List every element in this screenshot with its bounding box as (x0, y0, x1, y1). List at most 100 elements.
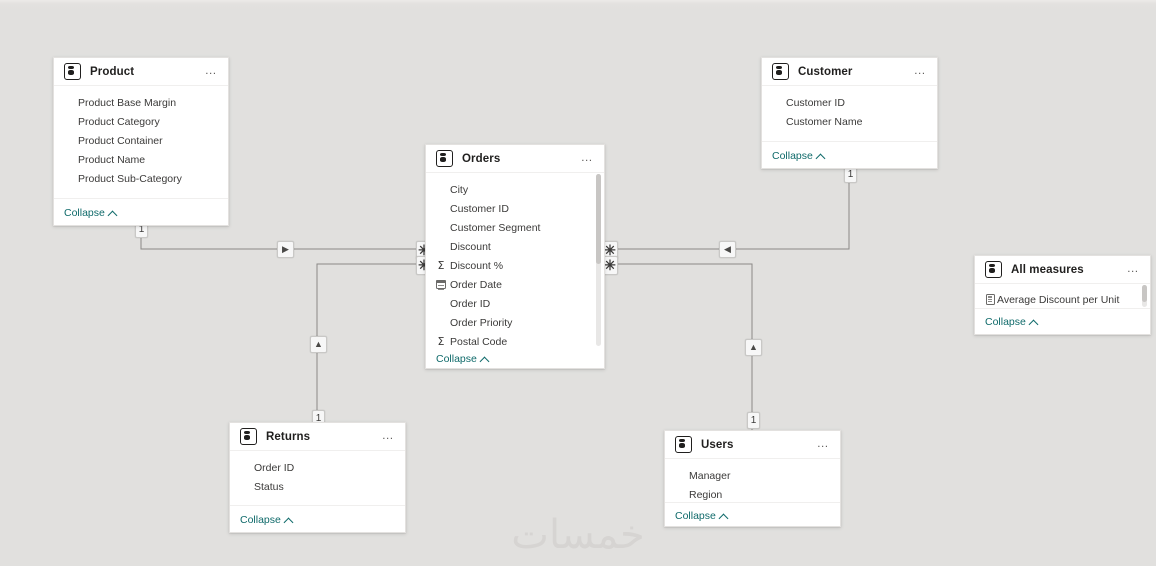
table-menu-button[interactable]: … (204, 62, 218, 77)
table-menu-button[interactable]: … (816, 435, 830, 450)
calendar-icon (435, 279, 447, 291)
table-icon (240, 428, 257, 445)
field-label: Customer ID (450, 202, 509, 215)
field-row[interactable]: Order ID (230, 458, 405, 477)
field-list-scrollbar[interactable] (1142, 285, 1147, 307)
field-label: Order Priority (450, 316, 513, 329)
field-label: Customer Name (786, 115, 863, 128)
field-row[interactable]: Product Name (54, 150, 228, 169)
collapse-button-customer[interactable]: Collapse (772, 150, 825, 162)
field-row[interactable]: Customer ID (762, 93, 937, 112)
field-row[interactable]: Product Sub-Category (54, 169, 228, 188)
field-label: Order ID (254, 461, 295, 474)
field-row[interactable]: Order Priority (426, 313, 604, 332)
table-name: Orders (462, 152, 501, 165)
field-row[interactable]: Manager (665, 466, 840, 485)
collapse-button-orders[interactable]: Collapse (436, 353, 489, 365)
collapse-label: Collapse (985, 316, 1026, 328)
field-row[interactable]: Customer Name (762, 112, 937, 131)
table-card-all-measures[interactable]: All measures … Average Discount per Unit… (974, 255, 1151, 335)
field-label: Average Discount per Unit (997, 293, 1120, 306)
chevron-up-icon (481, 355, 489, 363)
field-row[interactable]: Discount (426, 237, 604, 256)
table-icon (436, 150, 453, 167)
field-label: Manager (689, 469, 731, 482)
table-header-users[interactable]: Users … (665, 431, 840, 459)
table-card-returns[interactable]: Returns … Order ID Status Collapse (229, 422, 406, 533)
table-footer-returns: Collapse (230, 505, 405, 532)
table-footer-orders: Collapse (426, 349, 604, 368)
field-row[interactable]: Order ID (426, 294, 604, 313)
table-header-orders[interactable]: Orders … (426, 145, 604, 173)
field-label: Order Date (450, 278, 502, 291)
collapse-button-product[interactable]: Collapse (64, 207, 117, 219)
table-icon (772, 63, 789, 80)
chevron-up-icon (720, 512, 728, 520)
field-label: Customer ID (786, 96, 845, 109)
field-row[interactable]: Product Container (54, 131, 228, 150)
collapse-label: Collapse (436, 353, 477, 365)
field-row[interactable]: Region (665, 485, 840, 504)
table-menu-button[interactable]: … (1126, 260, 1140, 275)
sigma-icon: Σ (437, 259, 445, 272)
measure-icon (984, 294, 996, 306)
chevron-up-icon (817, 152, 825, 160)
field-row[interactable]: Product Category (54, 112, 228, 131)
crossfilter-arrow-right[interactable]: ▶ (277, 241, 294, 258)
field-row[interactable]: Customer ID (426, 199, 604, 218)
crossfilter-arrow-left[interactable]: ◀ (719, 241, 736, 258)
field-row[interactable]: Product Base Margin (54, 93, 228, 112)
table-name: All measures (1011, 263, 1084, 276)
field-label: Product Base Margin (78, 96, 177, 109)
field-row[interactable]: Status (230, 477, 405, 496)
table-footer-all-measures: Collapse (975, 308, 1150, 334)
table-name: Users (701, 438, 734, 451)
table-menu-button[interactable]: … (381, 427, 395, 442)
sigma-icon: Σ (437, 335, 445, 348)
table-card-orders[interactable]: Orders … City Customer ID Customer Segme… (425, 144, 605, 369)
chevron-up-icon (109, 209, 117, 217)
line-users-orders (610, 263, 753, 434)
field-list-product: Product Base Margin Product Category Pro… (54, 86, 228, 198)
field-label: City (450, 183, 469, 196)
table-header-all-measures[interactable]: All measures … (975, 256, 1150, 284)
crossfilter-arrow-up-2[interactable]: ▲ (745, 339, 762, 356)
collapse-label: Collapse (675, 509, 716, 522)
table-menu-button[interactable]: … (913, 62, 927, 77)
field-list-orders: City Customer ID Customer Segment Discou… (426, 173, 604, 349)
table-footer-customer: Collapse (762, 141, 937, 168)
table-footer-users: Collapse (665, 502, 840, 526)
field-row[interactable]: Customer Segment (426, 218, 604, 237)
field-label: Status (254, 480, 284, 493)
crossfilter-arrow-up-1[interactable]: ▲ (310, 336, 327, 353)
table-header-product[interactable]: Product … (54, 58, 228, 86)
field-list-users: Manager Region (665, 459, 840, 502)
field-label: Order ID (450, 297, 491, 310)
field-row[interactable]: Average Discount per Unit (975, 290, 1150, 309)
cardinality-one-users[interactable]: 1 (747, 412, 760, 429)
field-label: Product Name (78, 153, 146, 166)
table-name: Customer (798, 65, 853, 78)
table-header-returns[interactable]: Returns … (230, 423, 405, 451)
field-label: Product Category (78, 115, 160, 128)
collapse-button-all-measures[interactable]: Collapse (985, 316, 1038, 328)
table-header-customer[interactable]: Customer … (762, 58, 937, 86)
field-row[interactable]: Order Date (426, 275, 604, 294)
field-list-all-measures: Average Discount per Unit (975, 284, 1150, 308)
field-row[interactable]: City (426, 180, 604, 199)
chevron-up-icon (1030, 318, 1038, 326)
line-customer-orders (610, 169, 850, 250)
collapse-button-returns[interactable]: Collapse (240, 514, 293, 526)
table-card-users[interactable]: Users … Manager Region Collapse (664, 430, 841, 527)
table-menu-button[interactable]: … (580, 149, 594, 164)
field-label: Discount (450, 240, 491, 253)
collapse-label: Collapse (772, 150, 813, 162)
table-card-product[interactable]: Product … Product Base Margin Product Ca… (53, 57, 229, 226)
table-card-customer[interactable]: Customer … Customer ID Customer Name Col… (761, 57, 938, 169)
collapse-button-users[interactable]: Collapse (675, 510, 728, 522)
field-list-scrollbar[interactable] (596, 174, 601, 346)
